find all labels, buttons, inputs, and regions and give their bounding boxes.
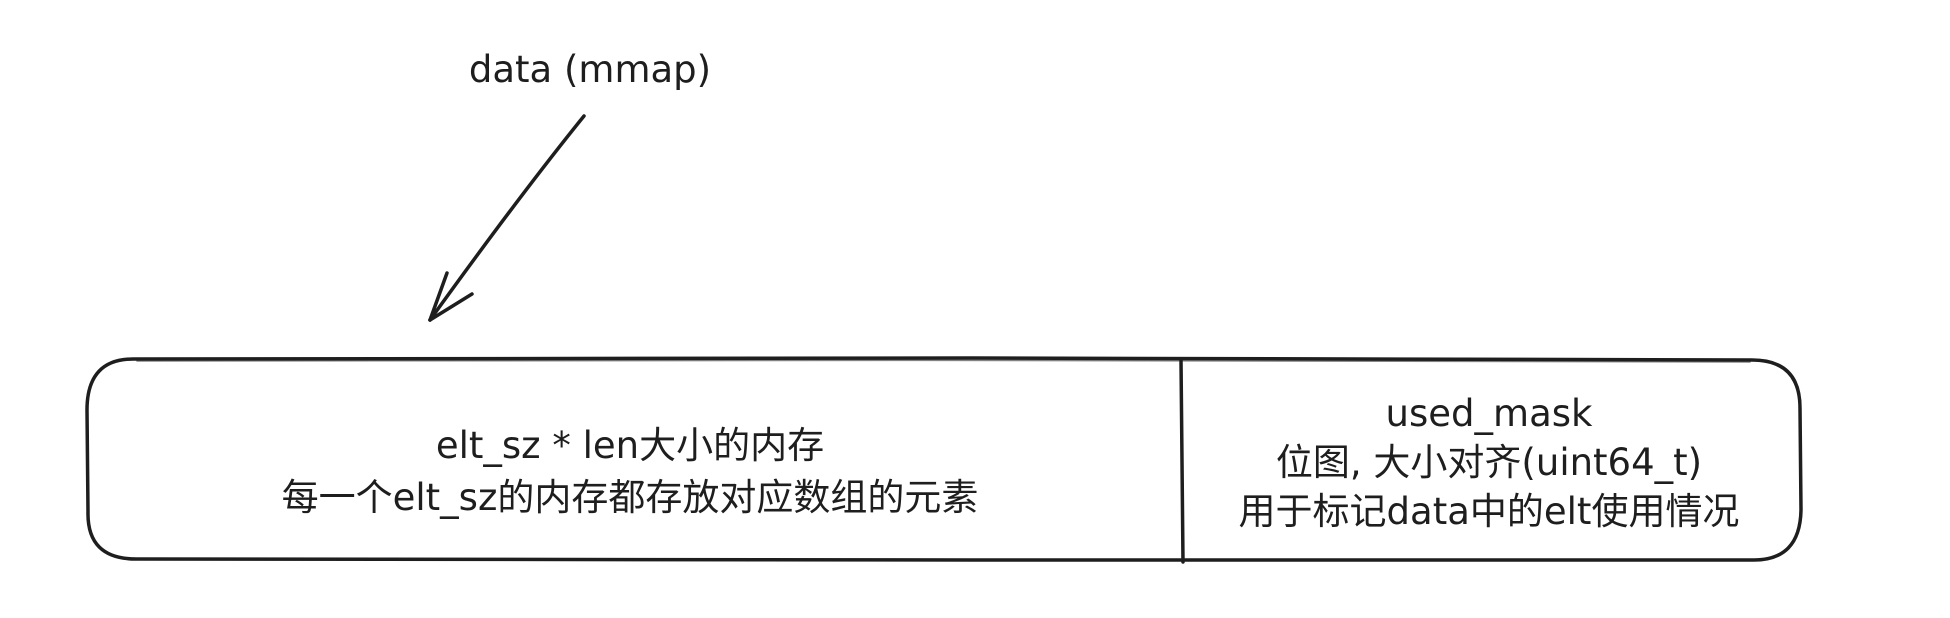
data-pointer-label: data (mmap) bbox=[468, 48, 712, 91]
region-divider bbox=[1179, 358, 1185, 564]
pointer-arrow-head-right bbox=[428, 292, 474, 322]
data-region-size-label: elt_sz * len大小的内存 bbox=[435, 424, 825, 467]
pointer-arrow bbox=[428, 114, 586, 322]
pointer-arrow-shaft bbox=[428, 114, 586, 322]
used-mask-title: used_mask bbox=[1385, 392, 1593, 435]
used-mask-description: 用于标记data中的elt使用情况 bbox=[1238, 490, 1740, 533]
pointer-arrow-head-left bbox=[428, 271, 449, 322]
memory-block-outline bbox=[85, 356, 1803, 563]
used-mask-bitmap-label: 位图, 大小对齐(uint64_t) bbox=[1275, 441, 1703, 484]
data-region-description: 每一个elt_sz的内存都存放对应数组的元素 bbox=[281, 476, 979, 519]
